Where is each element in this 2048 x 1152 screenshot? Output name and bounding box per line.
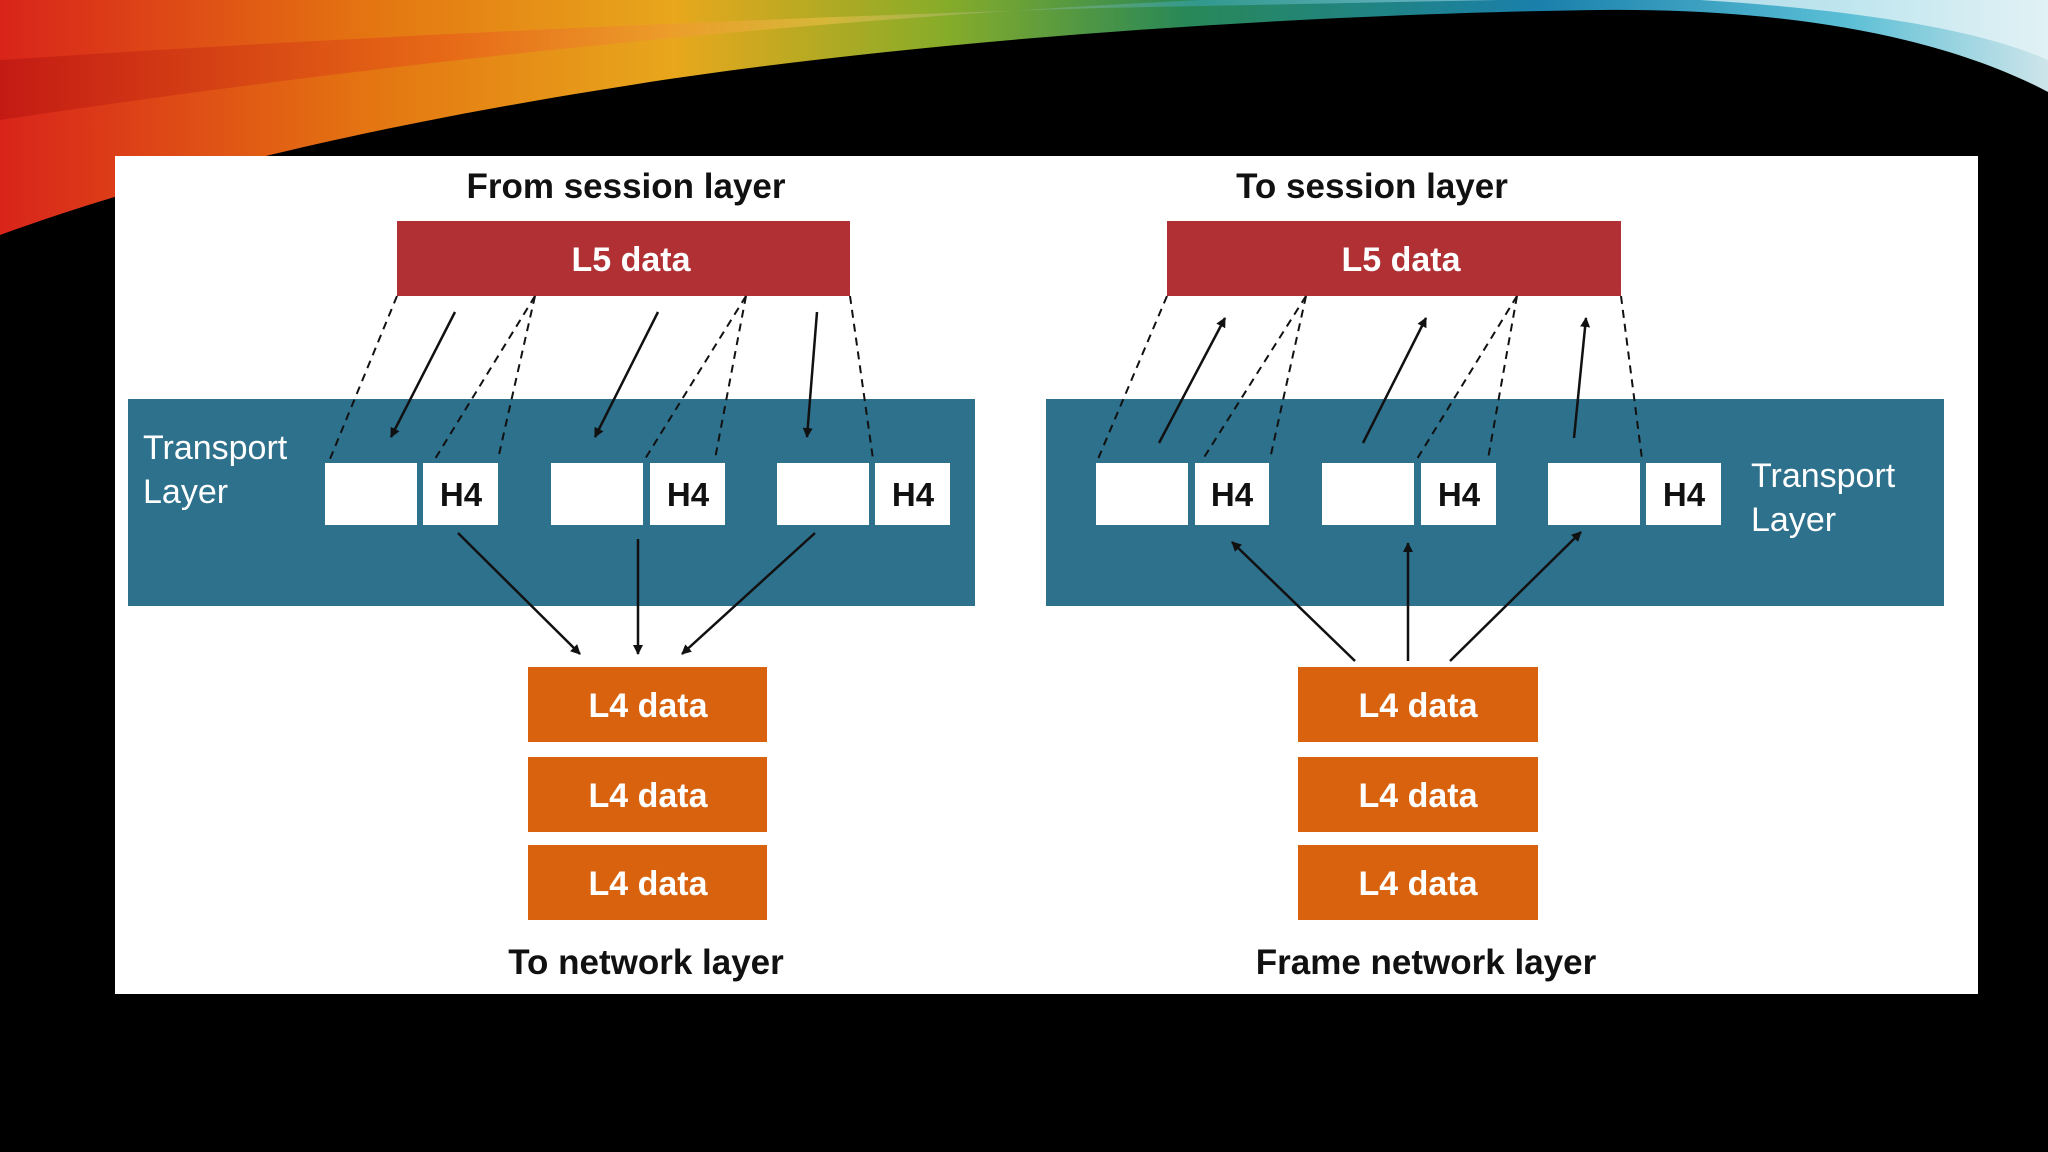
right-l5-box	[1167, 221, 1621, 296]
left-segment-3-h4: H4	[892, 476, 935, 513]
right-segment-2-data	[1322, 463, 1414, 525]
left-bottom-caption: To network layer	[508, 943, 784, 982]
left-output-arrows	[457, 532, 816, 655]
left-segmentation-arrows	[389, 311, 819, 438]
right-top-caption: To session layer	[1236, 167, 1508, 206]
left-segment-3-data	[777, 463, 869, 525]
left-l5-box	[397, 221, 850, 296]
right-segment-1-header	[1195, 463, 1269, 525]
left-l4-label-3: L4 data	[588, 865, 708, 903]
left-dashed-guides	[329, 295, 874, 460]
right-l4-box-3	[1298, 845, 1538, 920]
right-bottom-caption: Frame network layer	[1256, 943, 1597, 982]
right-segment-2-h4: H4	[1438, 476, 1481, 513]
right-l5-label: L5 data	[1341, 241, 1461, 279]
right-layer-label-line1: Transport	[1751, 457, 1896, 495]
left-segment-2-h4: H4	[667, 476, 710, 513]
segmentation-reassembly-diagram: From session layer L5 data Transport Lay…	[128, 167, 1944, 982]
left-top-caption: From session layer	[466, 167, 785, 206]
right-l4-label-2: L4 data	[1358, 777, 1478, 815]
left-segment-1-header	[423, 463, 498, 525]
left-l4-label-1: L4 data	[588, 687, 708, 725]
right-l4-label-3: L4 data	[1358, 865, 1478, 903]
left-l4-label-2: L4 data	[588, 777, 708, 815]
right-dashed-guides	[1097, 295, 1643, 460]
right-diagram: To session layer L5 data Transport Layer…	[1046, 167, 1944, 982]
left-segment-3-header	[875, 463, 950, 525]
right-segment-3-data	[1548, 463, 1640, 525]
left-segment-2-header	[650, 463, 725, 525]
decorative-color-banner	[0, 0, 2048, 235]
left-l4-box-2	[528, 757, 767, 832]
right-l4-box-2	[1298, 757, 1538, 832]
left-layer-label-line1: Transport	[143, 429, 288, 467]
right-segment-2-header	[1421, 463, 1496, 525]
right-input-arrows	[1231, 531, 1582, 662]
left-segment-1-data	[325, 463, 417, 525]
diagram-panel: From session layer L5 data Transport Lay…	[115, 156, 1978, 994]
left-diagram: From session layer L5 data Transport Lay…	[128, 167, 975, 982]
left-layer-label-line2: Layer	[143, 473, 228, 511]
right-segment-3-h4: H4	[1663, 476, 1706, 513]
right-segment-1-data	[1096, 463, 1188, 525]
left-segment-1-h4: H4	[440, 476, 483, 513]
left-l5-label: L5 data	[571, 241, 691, 279]
left-segment-2-data	[551, 463, 643, 525]
right-segment-3-header	[1646, 463, 1721, 525]
right-segment-1-h4: H4	[1211, 476, 1254, 513]
right-layer-label-line2: Layer	[1751, 501, 1836, 539]
left-l4-box-1	[528, 667, 767, 742]
right-l4-box-1	[1298, 667, 1538, 742]
right-l4-label-1: L4 data	[1358, 687, 1478, 725]
left-l4-box-3	[528, 845, 767, 920]
right-reassembly-arrows	[1157, 317, 1591, 444]
